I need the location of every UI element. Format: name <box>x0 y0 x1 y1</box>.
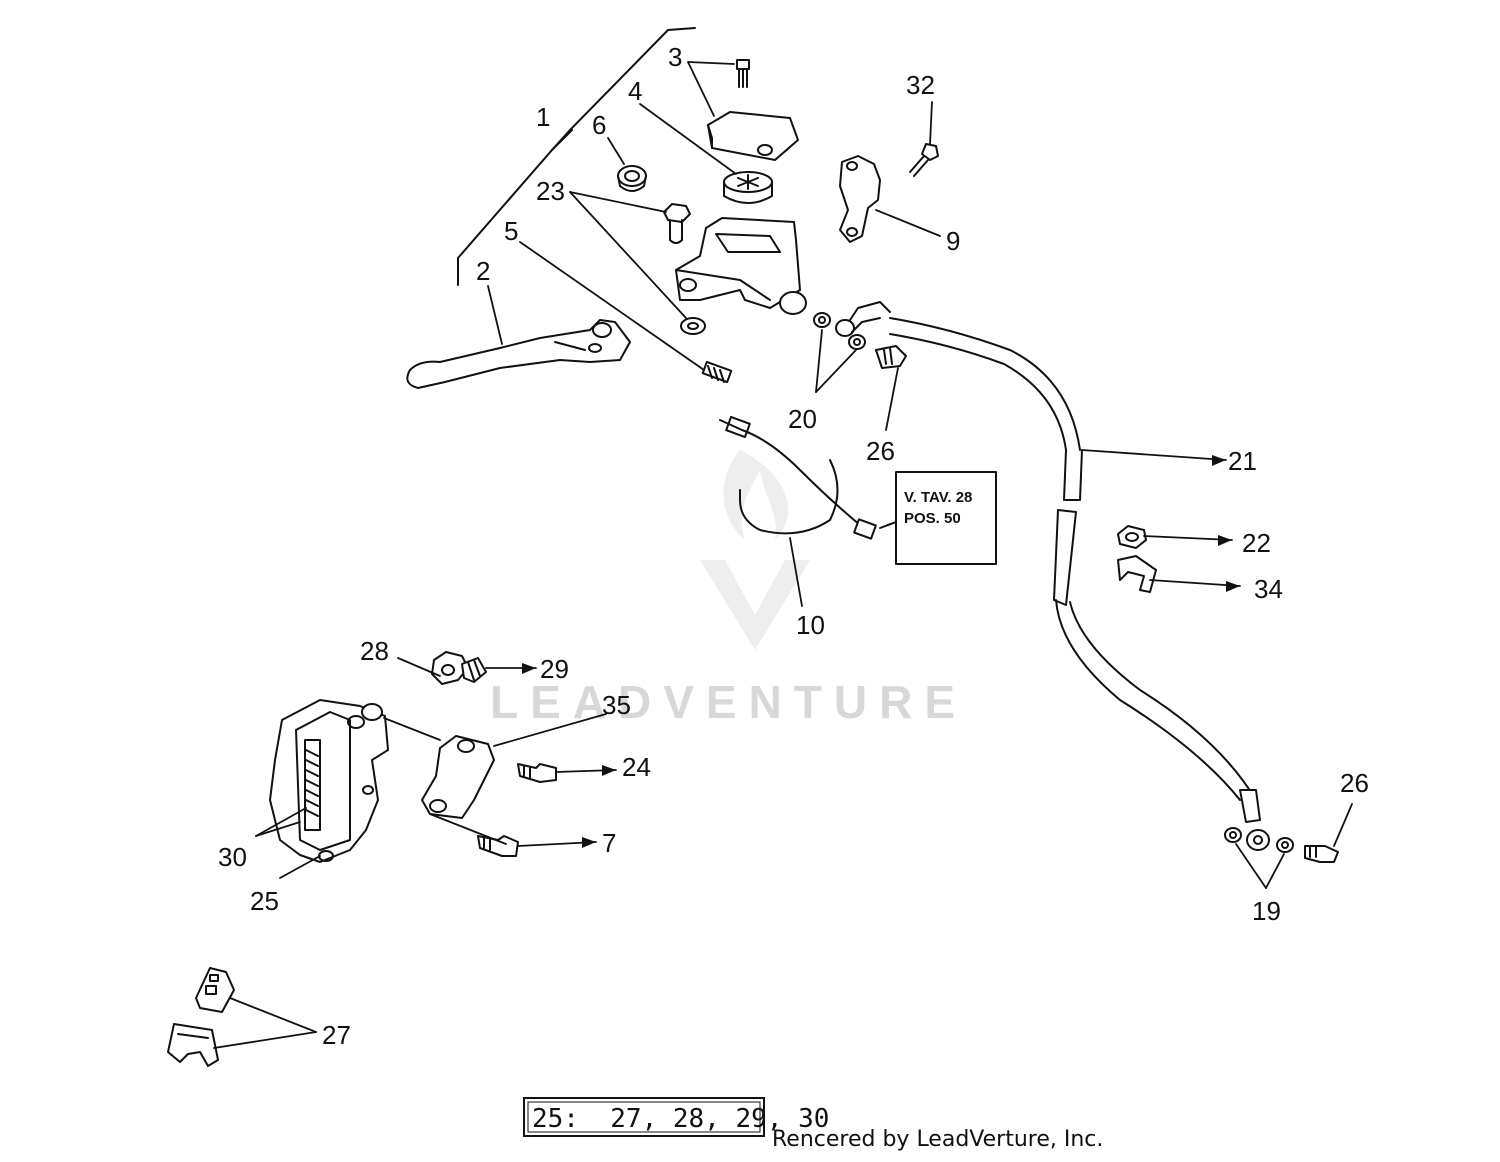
pivot-bolt-23 <box>663 203 691 244</box>
kit-note: 25: 27, 28, 29, 30 <box>532 1104 829 1134</box>
callout-6: 6 <box>592 110 606 140</box>
reservoir-cover-4 <box>707 111 799 161</box>
caliper-bracket-35 <box>421 735 495 819</box>
caliper-bolt-24 <box>517 763 557 783</box>
banjo-fitting-lower <box>1246 829 1270 851</box>
reference-note-line1: V. TAV. 28 <box>904 489 972 506</box>
screw-3 <box>736 59 750 88</box>
bleed-cap-29 <box>461 657 487 683</box>
callout-25: 25 <box>250 886 279 916</box>
bushing-23 <box>680 317 706 335</box>
callout-23: 23 <box>536 176 565 206</box>
banjo-fitting <box>835 301 891 337</box>
callout-19: 19 <box>1252 896 1281 926</box>
washers-19 <box>1224 827 1294 853</box>
callout-9: 9 <box>946 226 960 256</box>
callout-30: 30 <box>218 842 247 872</box>
callout-32: 32 <box>906 70 935 100</box>
banjo-bolt-26-bottom <box>1304 845 1339 863</box>
callout-26-bottom: 26 <box>1340 768 1369 798</box>
brake-switch-5 <box>701 360 733 384</box>
reference-box <box>879 471 997 565</box>
kit-note-box <box>523 1097 765 1137</box>
callout-34: 34 <box>1254 574 1283 604</box>
watermark-text: LEADVENTURE <box>490 676 967 728</box>
callout-labels: 1 2 3 4 5 6 7 9 10 19 20 21 22 23 24 25 … <box>218 42 1369 1050</box>
brake-caliper-25 <box>269 699 389 863</box>
brake-lever-2 <box>406 319 631 389</box>
callout-35: 35 <box>602 690 631 720</box>
hose-guide-34 <box>1117 555 1157 593</box>
callout-10: 10 <box>796 610 825 640</box>
pad-retainer-27 <box>167 1023 219 1067</box>
banjo-bolt-26-top <box>875 345 907 369</box>
diaphragm <box>723 171 773 204</box>
pad-spring-27 <box>195 967 235 1013</box>
callout-5: 5 <box>504 216 518 246</box>
assembly-bracket <box>457 27 696 286</box>
reference-note-line2: POS. 50 <box>904 510 961 527</box>
callout-3: 3 <box>668 42 682 72</box>
nut-22 <box>1117 525 1147 549</box>
callout-21: 21 <box>1228 446 1257 476</box>
callout-28: 28 <box>360 636 389 666</box>
callout-24: 24 <box>622 752 651 782</box>
brake-hose-21 <box>889 317 1261 823</box>
master-cylinder-body <box>675 217 807 315</box>
seal-6 <box>617 165 647 192</box>
callout-29: 29 <box>540 654 569 684</box>
callout-27: 27 <box>322 1020 351 1050</box>
callout-22: 22 <box>1242 528 1271 558</box>
callout-2: 2 <box>476 256 490 286</box>
switch-cable-10 <box>719 416 877 540</box>
callout-20: 20 <box>788 404 817 434</box>
watermark-logo <box>700 450 810 650</box>
callout-26-top: 26 <box>866 436 895 466</box>
callout-4: 4 <box>628 76 642 106</box>
handlebar-clamp-9 <box>839 155 881 243</box>
callout-1: 1 <box>536 102 550 132</box>
callout-7: 7 <box>602 828 616 858</box>
washers-20 <box>813 312 866 350</box>
credit-text: Rencered by LeadVerture, Inc. <box>772 1127 1103 1152</box>
leader-lines <box>213 61 1353 1049</box>
leader-arrows <box>522 455 1240 848</box>
clamp-bolt-32 <box>909 143 939 177</box>
caliper-bolt-7 <box>477 835 519 857</box>
